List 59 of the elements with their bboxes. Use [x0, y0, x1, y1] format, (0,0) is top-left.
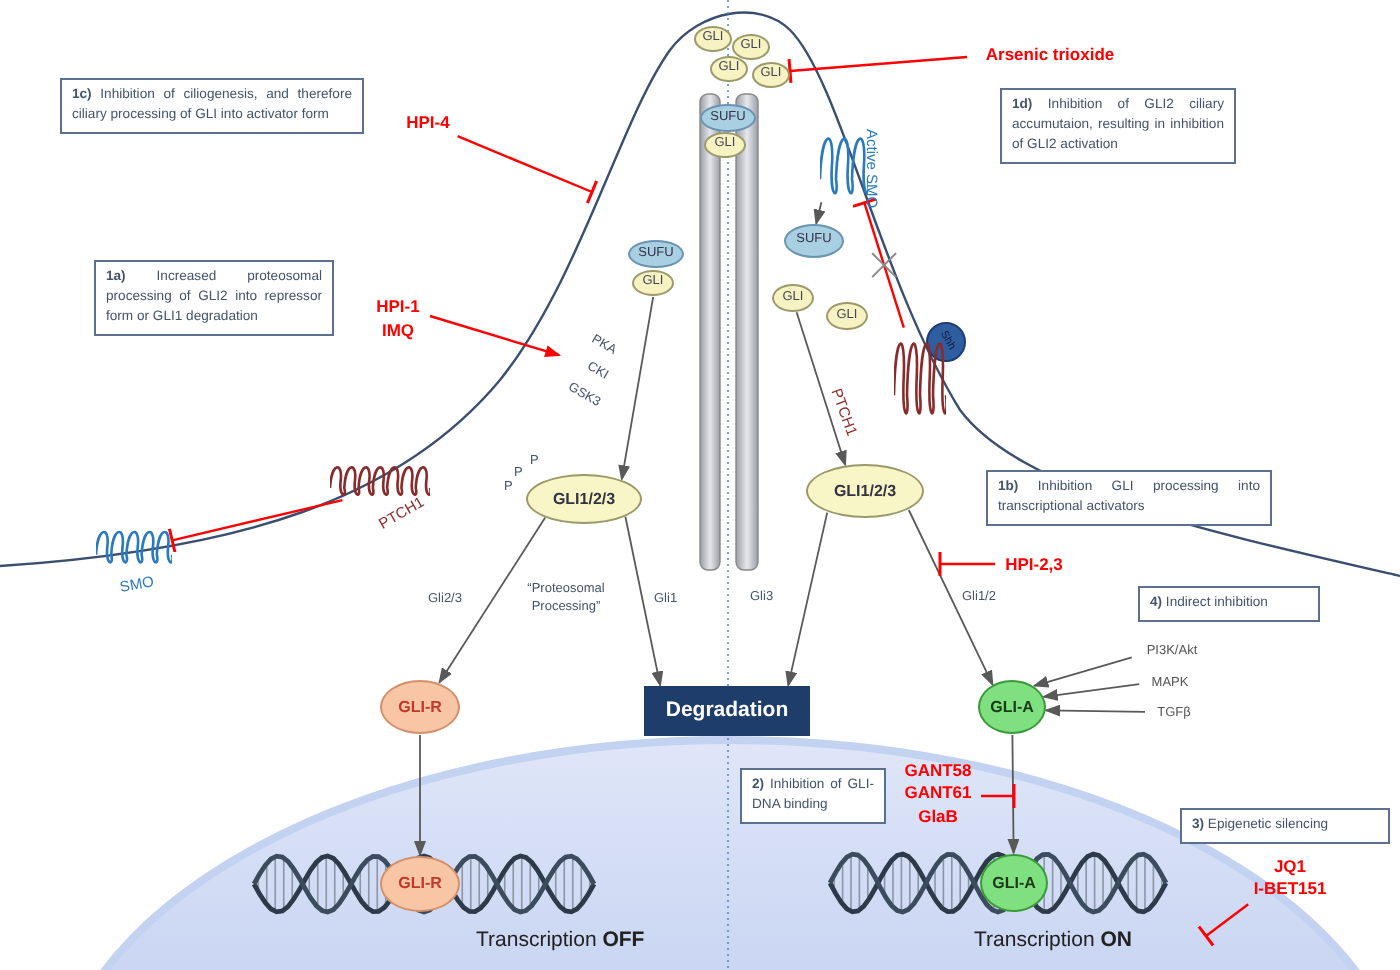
- protein-ellipse: [632, 270, 674, 296]
- activator-ellipse: [978, 680, 1046, 734]
- inhibitor-label: JQ1: [1273, 855, 1307, 878]
- arrow: [785, 511, 829, 688]
- inhibitor-label: Arsenic trioxide: [968, 42, 1132, 70]
- inhibitor-label: GlaB: [918, 805, 958, 829]
- protein-ellipse: [732, 34, 770, 60]
- inhibition-line: [167, 499, 343, 554]
- protein-ellipse: [826, 302, 868, 330]
- inhibition-line: [1197, 903, 1249, 948]
- inhibition-line: [851, 197, 905, 328]
- arrow: [1044, 704, 1146, 717]
- annotation-box: [986, 470, 1272, 526]
- annotation-box: [1138, 586, 1320, 622]
- inhibitor-label: GANT61: [904, 782, 972, 806]
- inhibitor-label: HPI-2,3: [996, 552, 1072, 578]
- annotation-box: [94, 260, 334, 336]
- protein-label: GLI-A: [990, 699, 1034, 715]
- protein-ellipse: [784, 224, 844, 258]
- arrow: [618, 295, 655, 482]
- protein-label: GLI-R: [398, 876, 442, 892]
- inhibitor-label: I-BET151: [1253, 878, 1327, 901]
- protein-ellipse: [628, 240, 684, 268]
- annotation-box: [740, 768, 886, 824]
- arrow: [1032, 656, 1133, 688]
- annotation-box: [1180, 808, 1390, 844]
- protein-label: Degradation: [665, 700, 789, 722]
- protein-label: GLI-R: [398, 699, 442, 715]
- repressor-ellipse: [380, 680, 460, 734]
- arrow: [813, 201, 826, 226]
- inhibition-line: [787, 55, 968, 85]
- protein-label: GLI1/2/3: [833, 483, 897, 499]
- inhibitor-label: HPI-1: [376, 296, 420, 319]
- inhibitor-label: IMQ: [381, 319, 415, 342]
- arrow: [438, 516, 547, 685]
- status-label: Transcription ON: [974, 928, 1132, 952]
- arrow: [1041, 683, 1141, 701]
- arrow: [414, 734, 426, 857]
- protein-label: GLI1/2/3: [552, 491, 616, 507]
- arrow: [907, 509, 994, 687]
- protein-ellipse: [694, 26, 732, 52]
- annotation-box: [60, 78, 364, 134]
- arrow: [795, 311, 847, 467]
- degradation-banner: [644, 686, 810, 736]
- inhibition-line: [457, 135, 599, 205]
- arrow: [429, 314, 562, 357]
- arrow: [624, 515, 664, 688]
- arrow: [1007, 734, 1020, 855]
- inhibition-line: [981, 782, 1016, 810]
- protein-label: GLI-A: [992, 875, 1036, 891]
- status-label: Transcription OFF: [476, 928, 645, 952]
- ligand-circle: [926, 322, 966, 362]
- protein-ellipse: [772, 284, 814, 312]
- protein-ellipse: [710, 56, 748, 82]
- inhibition-line: [938, 550, 995, 578]
- inhibitor-label: GANT58: [904, 759, 972, 783]
- protein-ellipse: [752, 62, 790, 88]
- annotation-box: [1000, 88, 1236, 164]
- inhibitor-label: HPI-4: [398, 110, 458, 136]
